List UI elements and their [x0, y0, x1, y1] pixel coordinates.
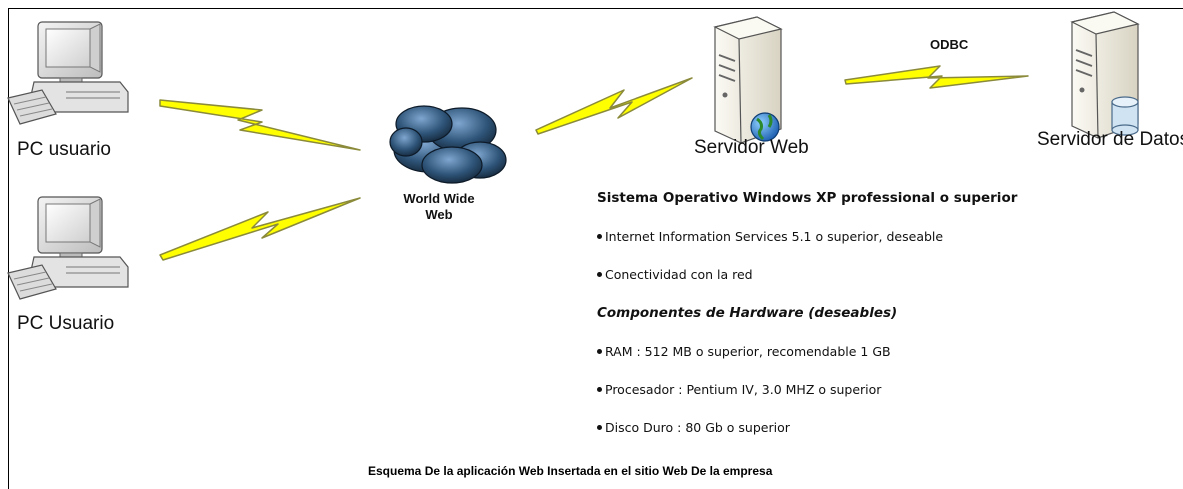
pc-user-2-label: PC Usuario — [17, 313, 115, 334]
bullet-icon — [597, 349, 602, 354]
pc-user-1-icon — [7, 21, 129, 125]
diagram-caption: Esquema De la aplicación Web Insertada e… — [368, 464, 773, 478]
data-server-icon — [1070, 11, 1140, 139]
diagram-frame — [8, 8, 1183, 489]
lightning-www-webserver-icon — [535, 77, 693, 135]
bullet-icon — [597, 425, 602, 430]
software-requirement-item: Conectividad con la red — [597, 267, 1017, 282]
software-requirement-item: Internet Information Services 5.1 o supe… — [597, 229, 1017, 244]
pc-user-2-icon — [7, 196, 129, 300]
software-requirement-text: Internet Information Services 5.1 o supe… — [605, 229, 944, 244]
bullet-icon — [597, 272, 602, 277]
lightning-webserver-dataserver-icon — [844, 65, 1029, 89]
odbc-label: ODBC — [930, 37, 969, 52]
hardware-requirement-item: RAM : 512 MB o superior, recomendable 1 … — [597, 344, 1017, 359]
hardware-requirement-title: Componentes de Hardware (deseables) — [597, 305, 898, 321]
web-server-icon — [713, 16, 783, 144]
www-label: World Wide Web — [403, 191, 475, 222]
os-requirement-title: Sistema Operativo Windows XP professiona… — [597, 190, 1018, 206]
web-server-label: Servidor Web — [694, 137, 809, 158]
cloud-internet-icon — [389, 105, 507, 184]
bullet-icon — [597, 387, 602, 392]
pc-user-1-label: PC usuario — [17, 139, 111, 160]
hardware-requirement-text: RAM : 512 MB o superior, recomendable 1 … — [605, 344, 891, 359]
lightning-pc2-www-icon — [159, 197, 361, 261]
hardware-requirement-item: Procesador : Pentium IV, 3.0 MHZ o super… — [597, 382, 1017, 397]
hardware-requirement-text: Procesador : Pentium IV, 3.0 MHZ o super… — [605, 382, 882, 397]
database-icon — [1111, 96, 1139, 136]
data-server-label: Servidor de Datos — [1037, 129, 1183, 150]
lightning-pc1-www-icon — [159, 99, 361, 151]
bullet-icon — [597, 234, 602, 239]
hardware-requirement-item: Disco Duro : 80 Gb o superior — [597, 420, 1017, 435]
software-requirement-text: Conectividad con la red — [605, 267, 753, 282]
hardware-requirement-text: Disco Duro : 80 Gb o superior — [605, 420, 790, 435]
requirements-panel: Sistema Operativo Windows XP professiona… — [597, 190, 1017, 458]
